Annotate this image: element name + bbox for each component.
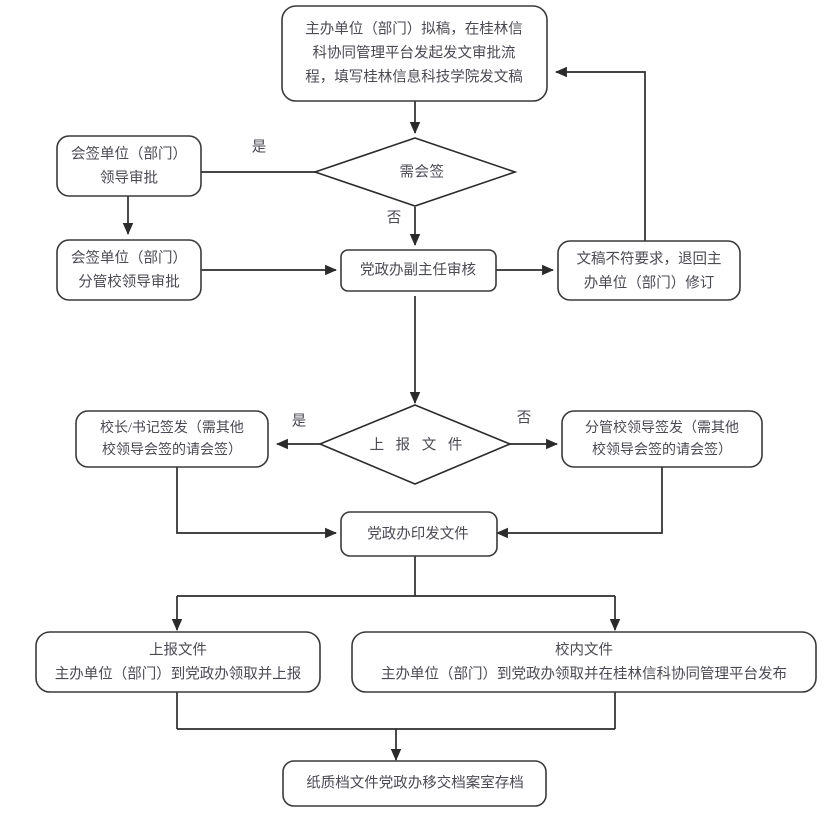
- node-president-sign-line-2: 校领导会签的请会签）: [102, 441, 242, 458]
- node-internal-document-line-1: 校内文件: [555, 641, 613, 658]
- node-countersign-leader-line-2: 领导审批: [100, 169, 158, 186]
- connectors: [122, 66, 663, 761]
- edge-vp-sign-to-issue: [496, 467, 663, 539]
- edge-president-to-issue: [176, 467, 337, 539]
- node-draft-line-3: 程，填写桂林信息科技学院发文稿: [305, 68, 523, 85]
- node-return-for-revision[interactable]: 文稿不符要求，退回主 办单位（部门）修订: [557, 240, 741, 301]
- node-countersign-decision-label: 需会签: [400, 163, 445, 180]
- edge-label-countersign-yes: 是: [252, 139, 267, 155]
- node-draft-line-1: 主办单位（部门）拟稿，在桂林信: [305, 20, 523, 37]
- node-return-for-revision-shape: [557, 240, 741, 301]
- node-archive-label: 纸质档文件党政办移交档案室存档: [306, 773, 524, 791]
- node-report-document[interactable]: 上报文件 主办单位（部门）到党政办领取并上报: [35, 631, 321, 693]
- node-countersign-vp-shape: [56, 239, 202, 301]
- node-countersign-vp[interactable]: 会签单位（部门） 分管校领导审批: [56, 239, 202, 301]
- node-vp-sign[interactable]: 分管校领导签发（需其他 校领导会签的请会签）: [561, 410, 763, 468]
- node-countersign-decision-shape: [312, 137, 518, 207]
- node-report-document-shape: [35, 631, 321, 693]
- edge-label-report-no: 否: [517, 410, 532, 426]
- node-countersign-leader[interactable]: 会签单位（部门） 领导审批: [56, 135, 202, 197]
- node-draft[interactable]: 主办单位（部门）拟稿，在桂林信 科协同管理平台发起发文审批流 程，填写桂林信息科…: [281, 5, 548, 102]
- node-countersign-vp-line-2: 分管校领导审批: [78, 273, 180, 290]
- node-vp-sign-line-2: 校领导会签的请会签）: [592, 441, 732, 458]
- edge-label-report-yes: 是: [292, 413, 307, 429]
- node-report-decision[interactable]: 上 报 文 件: [317, 404, 513, 485]
- node-issue-document[interactable]: 党政办印发文件: [340, 511, 498, 557]
- node-issue-document-shape: [340, 511, 498, 557]
- node-archive-shape: [282, 760, 547, 807]
- edge-label-countersign-no: 否: [387, 210, 402, 226]
- node-vp-sign-line-1: 分管校领导签发（需其他: [585, 419, 739, 436]
- node-return-for-revision-line-1: 文稿不符要求，退回主: [577, 250, 722, 267]
- node-president-sign-shape: [75, 410, 269, 468]
- node-president-sign-line-1: 校长/书记签发（需其他: [100, 419, 244, 436]
- node-report-decision-shape: [317, 404, 513, 485]
- node-countersign-decision[interactable]: 需会签: [312, 137, 518, 207]
- node-internal-document-shape: [351, 631, 817, 693]
- node-countersign-leader-line-1: 会签单位（部门）: [71, 145, 187, 162]
- node-return-for-revision-line-2: 办单位（部门）修订: [584, 274, 715, 291]
- node-internal-document[interactable]: 校内文件 主办单位（部门）到党政办领取并在桂林信科协同管理平台发布: [351, 631, 817, 693]
- node-report-document-line-1: 上报文件: [149, 641, 207, 658]
- edge-return-to-draft-loop: [555, 66, 646, 243]
- node-report-document-line-2: 主办单位（部门）到党政办领取并上报: [55, 665, 302, 682]
- node-archive[interactable]: 纸质档文件党政办移交档案室存档: [282, 760, 547, 807]
- node-office-deputy-review-label: 党政办副主任审核: [360, 261, 476, 278]
- node-countersign-leader-shape: [56, 135, 202, 197]
- node-draft-line-2: 科协同管理平台发起发文审批流: [313, 44, 516, 61]
- node-draft-shape: [281, 5, 548, 102]
- node-countersign-vp-line-1: 会签单位（部门）: [71, 249, 187, 266]
- node-internal-document-line-2: 主办单位（部门）到党政办领取并在桂林信科协同管理平台发布: [381, 665, 787, 682]
- node-vp-sign-shape: [561, 410, 763, 468]
- node-office-deputy-review[interactable]: 党政办副主任审核: [340, 249, 497, 292]
- node-issue-document-label: 党政办印发文件: [367, 525, 469, 542]
- node-office-deputy-review-shape: [340, 249, 497, 292]
- node-president-sign[interactable]: 校长/书记签发（需其他 校领导会签的请会签）: [75, 410, 269, 468]
- node-report-decision-label: 上 报 文 件: [370, 436, 467, 453]
